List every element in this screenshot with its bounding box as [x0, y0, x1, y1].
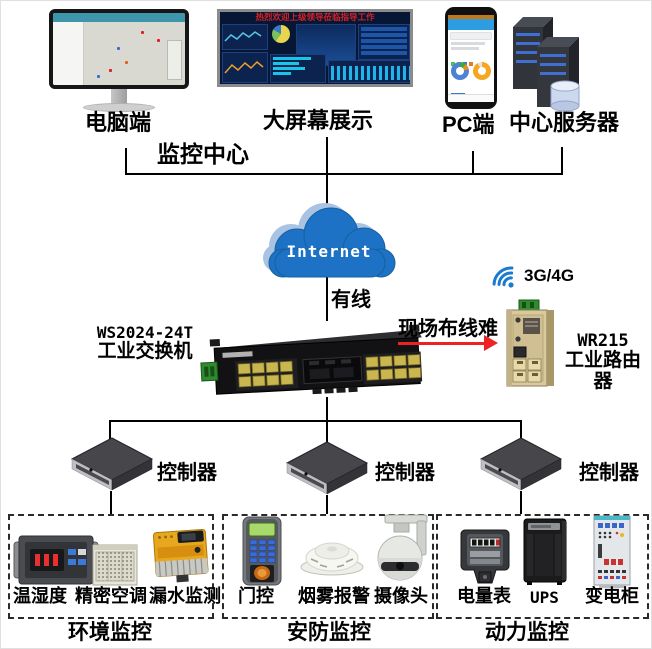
internet-label: Internet [286, 242, 371, 261]
computer-label: 电脑端 [85, 110, 152, 135]
router-name-line1: 工业路由 [564, 349, 641, 371]
connector-bus-controller2 [326, 420, 328, 447]
connector-controller2-group [326, 495, 328, 515]
smoke-alarm-device [299, 534, 365, 576]
connector-bus-controller1 [109, 420, 111, 445]
device-caption: 变电柜 [585, 586, 639, 606]
phone-status-bar [448, 15, 494, 19]
hbar-chart-panel [270, 54, 326, 83]
wifi-signal-icon [489, 259, 521, 291]
screen-banner-text: 热烈欢迎上级领导莅临指导工作 [255, 12, 375, 22]
group-title-power: 动力监控 [485, 621, 569, 644]
monitoring-center-label: 监控中心 [157, 141, 249, 167]
ptz-camera-device [373, 514, 429, 586]
donut-chart-right [473, 62, 491, 80]
central-server [507, 13, 585, 113]
device-caption: 电量表 [457, 586, 511, 606]
status-list-panel [358, 24, 410, 60]
connector-switch-bus [326, 397, 328, 422]
map-app-header [53, 13, 185, 22]
device-caption: 摄像头 [374, 586, 428, 606]
monitor-bezel [49, 9, 189, 89]
device-caption: 门控 [238, 586, 274, 606]
controller-3-label: 控制器 [579, 462, 639, 484]
phone-search-bar [450, 32, 492, 40]
device-caption: UPS [530, 588, 559, 607]
ups-device [519, 516, 571, 586]
bigscreen-label: 大屏幕展示 [263, 108, 374, 133]
precision-ac-device [89, 539, 141, 587]
connector-mobile-bus [472, 151, 474, 174]
server-label: 中心服务器 [509, 110, 620, 135]
connector-bigscreen-cloud [326, 137, 328, 208]
group-title-environment: 环境监控 [68, 621, 152, 644]
connector-computer-bus [125, 148, 127, 174]
phone-screen [448, 15, 494, 102]
phone-nav-bar [448, 94, 494, 102]
device-caption: 漏水监测 [149, 586, 221, 606]
map-app-sidebar [53, 22, 84, 85]
switch-name: 工业交换机 [97, 340, 193, 362]
red-arrow-head [484, 335, 498, 351]
controller-2-label: 控制器 [375, 462, 435, 484]
device-caption: 精密空调 [75, 586, 147, 606]
red-arrow-line [398, 342, 486, 345]
wired-label: 有线 [331, 289, 371, 311]
monitor-screen-map [53, 13, 185, 85]
vbar-chart-panel [328, 60, 410, 83]
monitor-base [83, 103, 155, 112]
transformer-cabinet-device [591, 514, 633, 590]
controller-3 [478, 432, 564, 494]
temp-humidity-device [13, 534, 99, 586]
pie-chart [272, 25, 290, 43]
connector-top-bus [125, 173, 563, 175]
connector-bottom-bus [109, 420, 522, 422]
switch-model: WS2024-24T [96, 323, 194, 342]
power-meter-device [459, 528, 511, 586]
controller-1 [69, 432, 155, 494]
mobile-phone [445, 7, 497, 109]
controller-2 [284, 436, 370, 498]
router-label: WR215 工业路由 器 [551, 331, 651, 392]
internet-cloud: Internet [261, 199, 397, 295]
phone-app-header [448, 19, 494, 30]
wireless-label: 3G/4G [524, 266, 575, 285]
connector-cloud-switch [326, 273, 328, 321]
field-wiring-note: 现场布线难 [398, 318, 498, 340]
donut-chart-left [451, 62, 469, 80]
router-name-line2: 器 [593, 370, 613, 392]
map-legend-panel [167, 40, 182, 80]
line-chart-panel [222, 24, 268, 50]
industrial-switch [199, 317, 431, 401]
router-model: WR215 [577, 331, 629, 351]
door-access-device [241, 516, 283, 586]
switch-label: WS2024-24T 工业交换机 [89, 324, 201, 362]
big-screen-display: 热烈欢迎上级领导莅临指导工作 [217, 9, 413, 87]
dashboard-screen: 热烈欢迎上级领导莅临指导工作 [220, 12, 410, 84]
group-title-security: 安防监控 [287, 621, 371, 644]
device-caption: 温湿度 [13, 586, 67, 606]
leak-detect-device [149, 527, 213, 587]
monitor-stand [111, 89, 127, 104]
line-chart-panel-2 [222, 52, 268, 83]
connector-bus-controller3 [520, 420, 522, 445]
desktop-monitor [49, 9, 193, 113]
connector-server-bus [561, 147, 563, 174]
connector-controller3-group [520, 491, 522, 515]
industrial-router [497, 299, 559, 391]
device-caption: 烟雾报警 [298, 586, 370, 606]
controller-1-label: 控制器 [157, 462, 217, 484]
mobile-label: PC端 [442, 112, 495, 137]
connector-controller1-group [110, 491, 112, 515]
